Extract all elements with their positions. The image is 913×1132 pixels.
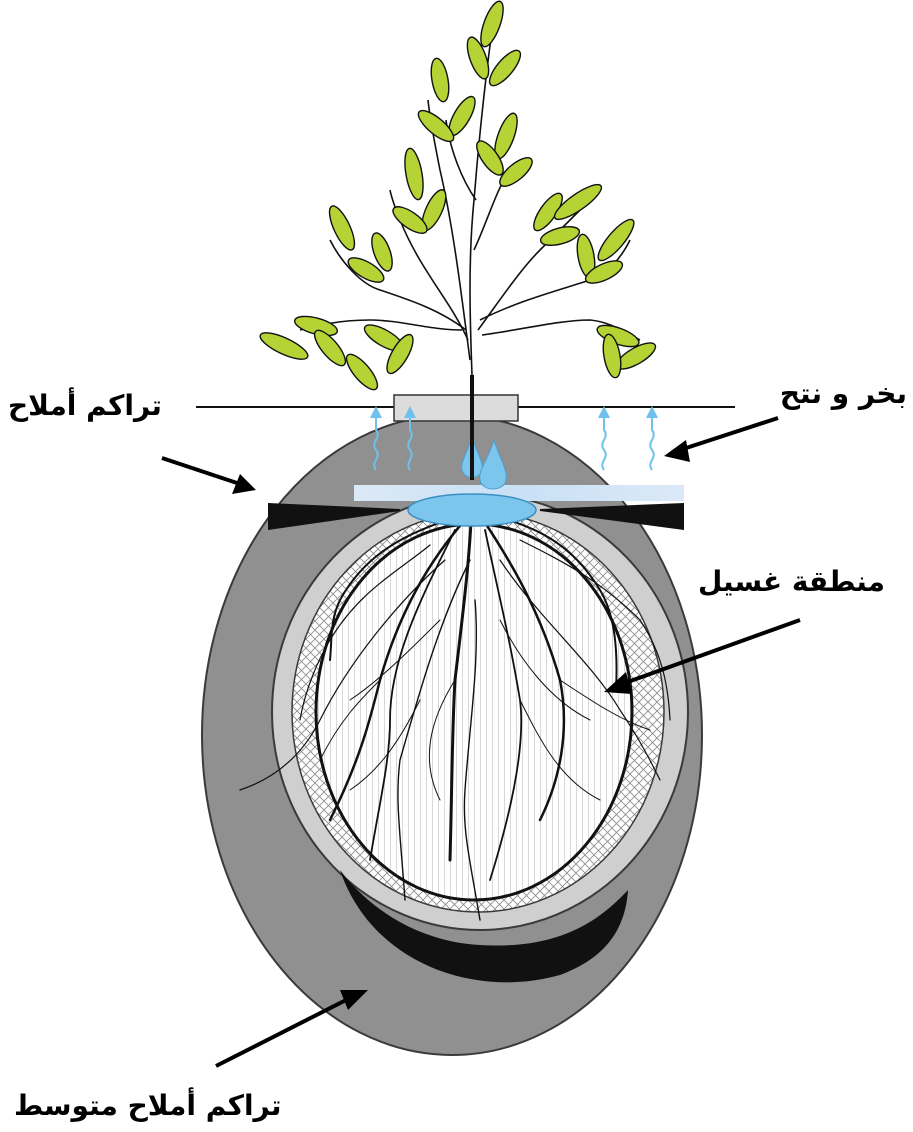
medium-salt-arrow: [216, 998, 350, 1066]
plant-leaves: [257, 0, 659, 394]
label-salt-accumulation: تراكم أملاح: [8, 392, 162, 420]
label-evaporation-transpiration: بخر و نتح: [780, 380, 907, 408]
wetted-bulb: [408, 494, 536, 526]
label-leaching-zone: منطقة غسيل: [698, 568, 885, 596]
label-medium-salt-accumulation: تراكم أملاح متوسط: [14, 1092, 281, 1120]
evaporation-arrow: [680, 418, 778, 450]
leaching-zone-area: [316, 524, 632, 900]
salt-arrow: [162, 458, 240, 484]
